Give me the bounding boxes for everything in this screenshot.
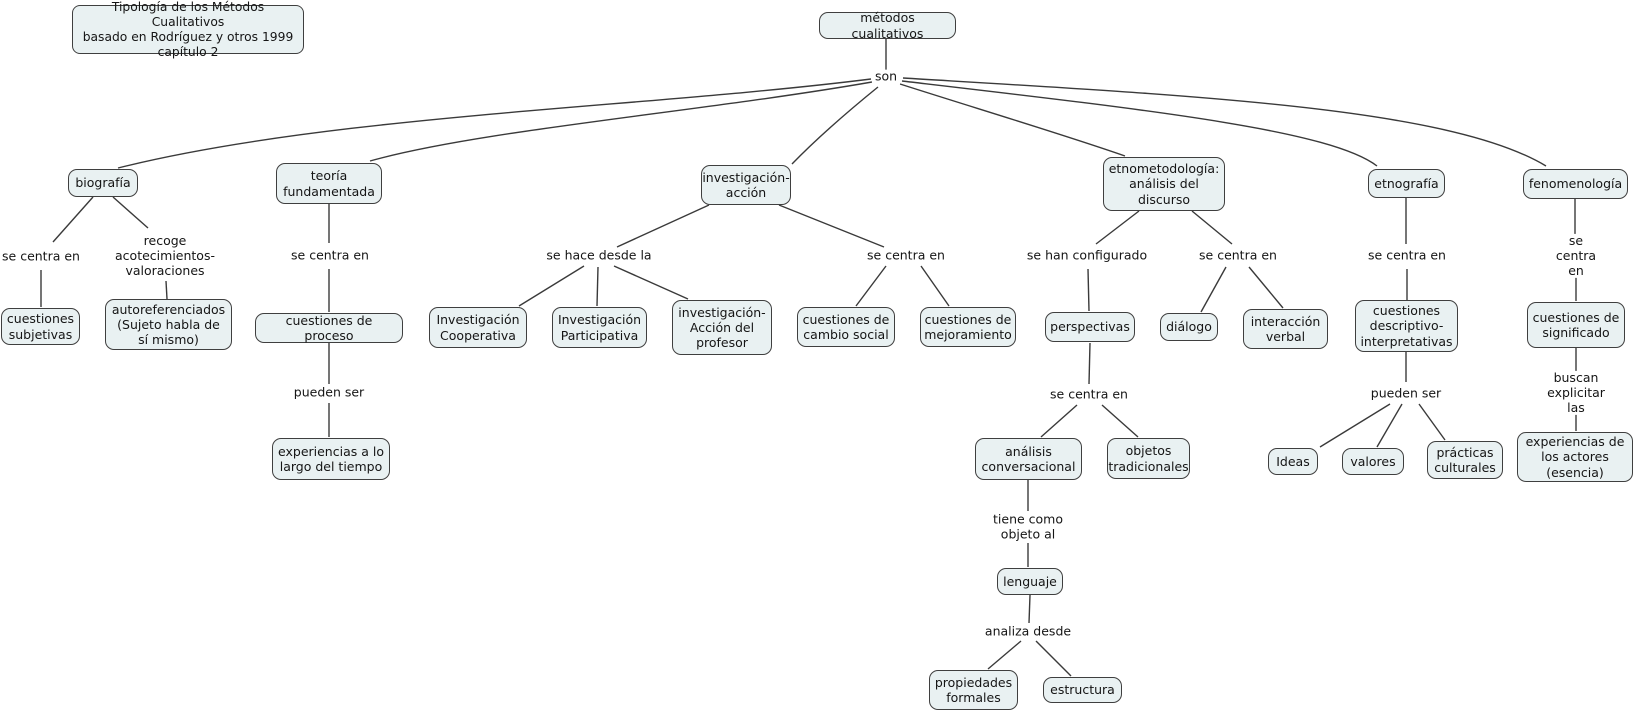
node-dialogo[interactable]: diálogo [1160,313,1218,341]
edge-secentra-interaccion [1248,266,1284,309]
node-propiedades-formales[interactable]: propiedades formales [929,670,1018,710]
link-label-etnografia-se-centra: se centra en [1365,248,1449,264]
node-experiencias-tiempo[interactable]: experiencias a lo largo del tiempo [272,438,390,480]
node-fenomenologia[interactable]: fenomenología [1523,169,1628,199]
edge-son-etnografia [901,80,1378,167]
edge-son-biografia [117,78,872,169]
link-label-etnografia-pueden-ser: pueden ser [1367,386,1445,402]
link-label-son: son [871,69,901,85]
edge-secentra-analisis-conv [1040,404,1078,438]
node-estructura[interactable]: estructura [1043,677,1122,703]
edge-biografia-recoge [112,196,149,229]
node-perspectivas[interactable]: perspectivas [1045,312,1135,342]
node-metodos-cualitativos[interactable]: métodos cualitativos [819,10,956,41]
edge-son-teoria [369,81,873,162]
edge-configurado-perspectivas [1087,268,1090,312]
link-label-teoria-pueden-ser: pueden ser [290,385,368,401]
node-lenguaje[interactable]: lenguaje [997,568,1063,595]
edge-perspectivas-secentra [1088,342,1091,385]
edge-ia-secentra [778,204,885,248]
node-etnometodologia[interactable]: etnometodología: análisis del discurso [1103,157,1225,211]
node-cuestiones-mejoramiento[interactable]: cuestiones de mejoramiento [920,307,1016,347]
node-etnografia[interactable]: etnografía [1368,169,1445,198]
node-ideas[interactable]: Ideas [1268,448,1318,475]
edge-secentra-mejoramiento [920,265,950,307]
edge-analiza-propiedades [987,640,1022,670]
node-valores[interactable]: valores [1342,448,1404,475]
node-objetos-tradicionales[interactable]: objetos tradicionales [1107,438,1190,479]
edge-analiza-estructura [1035,640,1072,677]
edge-son-fenomenologia [902,77,1547,167]
link-label-fenom-se-centra: se centra en [1544,233,1608,279]
link-label-buscan-explicitar: buscan explicitar las [1544,370,1608,416]
edge-secentra-objetos [1101,404,1139,438]
link-label-ia-se-hace: se hace desde la [543,248,655,264]
edge-ia-sehace [616,204,710,248]
node-cuestiones-de-proceso[interactable]: cuestiones de proceso [255,313,403,343]
link-label-teoria-se-centra: se centra en [288,248,372,264]
node-cuestiones-descriptivo[interactable]: cuestiones descriptivo- interpretativas [1355,300,1458,352]
link-label-persp-se-centra: se centra en [1047,387,1131,403]
node-teoria-fundamentada[interactable]: teoría fundamentada [276,163,382,204]
edge-secentra-dialogo [1200,266,1227,313]
edge-son-etnometodologia [899,83,1126,157]
link-label-tiene-objeto: tiene como objeto al [990,511,1066,542]
edge-biografia-secentra [52,196,94,243]
node-analisis-conversacional[interactable]: análisis conversacional [975,438,1082,480]
node-cuestiones-cambio-social[interactable]: cuestiones de cambio social [797,307,895,347]
edge-recoge-autoreferenciados [165,280,168,300]
node-investigacion-participativa[interactable]: Investigación Participativa [552,307,647,348]
edge-secentra-cambio-social [855,265,887,307]
node-experiencias-actores[interactable]: experiencias de los actores (esencia) [1517,432,1633,482]
link-label-etno-configurado: se han configurado [1023,248,1151,264]
node-practicas-culturales[interactable]: prácticas culturales [1427,441,1503,479]
edge-sehace-profesor [613,265,689,300]
edge-sehace-participativa [596,266,599,307]
node-investigacion-accion[interactable]: investigación- acción [701,165,791,205]
edge-sehace-cooperativa [518,265,585,307]
node-investigacion-accion-profesor[interactable]: investigación- Acción del profesor [672,300,772,355]
edge-lenguaje-analiza [1028,594,1031,624]
link-label-biografia-se-centra: se centra en [0,249,83,265]
node-biografia[interactable]: biografía [68,169,138,197]
edge-puedenser-ideas [1319,403,1391,448]
edge-etno-configurado [1095,210,1140,245]
node-cuestiones-significado[interactable]: cuestiones de significado [1527,302,1625,348]
edge-son-investigacion-accion [791,86,879,165]
map-title-box: Tipología de los Métodos Cualitativos ba… [72,0,304,59]
edge-etno-secentra [1191,210,1233,245]
node-investigacion-cooperativa[interactable]: Investigación Cooperativa [429,307,527,348]
node-interaccion-verbal[interactable]: interacción verbal [1243,309,1328,349]
edge-puedenser-valores [1376,403,1403,448]
node-cuestiones-subjetivas[interactable]: cuestiones subjetivas [1,308,80,345]
link-label-analiza-desde: analiza desde [981,624,1075,640]
node-autoreferenciados[interactable]: autoreferenciados (Sujeto habla de sí mi… [105,299,232,350]
link-label-etno-se-centra: se centra en [1196,248,1280,264]
link-label-ia-se-centra: se centra en [864,248,948,264]
link-label-biografia-recoge: recoge acotecimientos- valoraciones [112,233,218,279]
edge-puedenser-practicas [1418,403,1446,441]
